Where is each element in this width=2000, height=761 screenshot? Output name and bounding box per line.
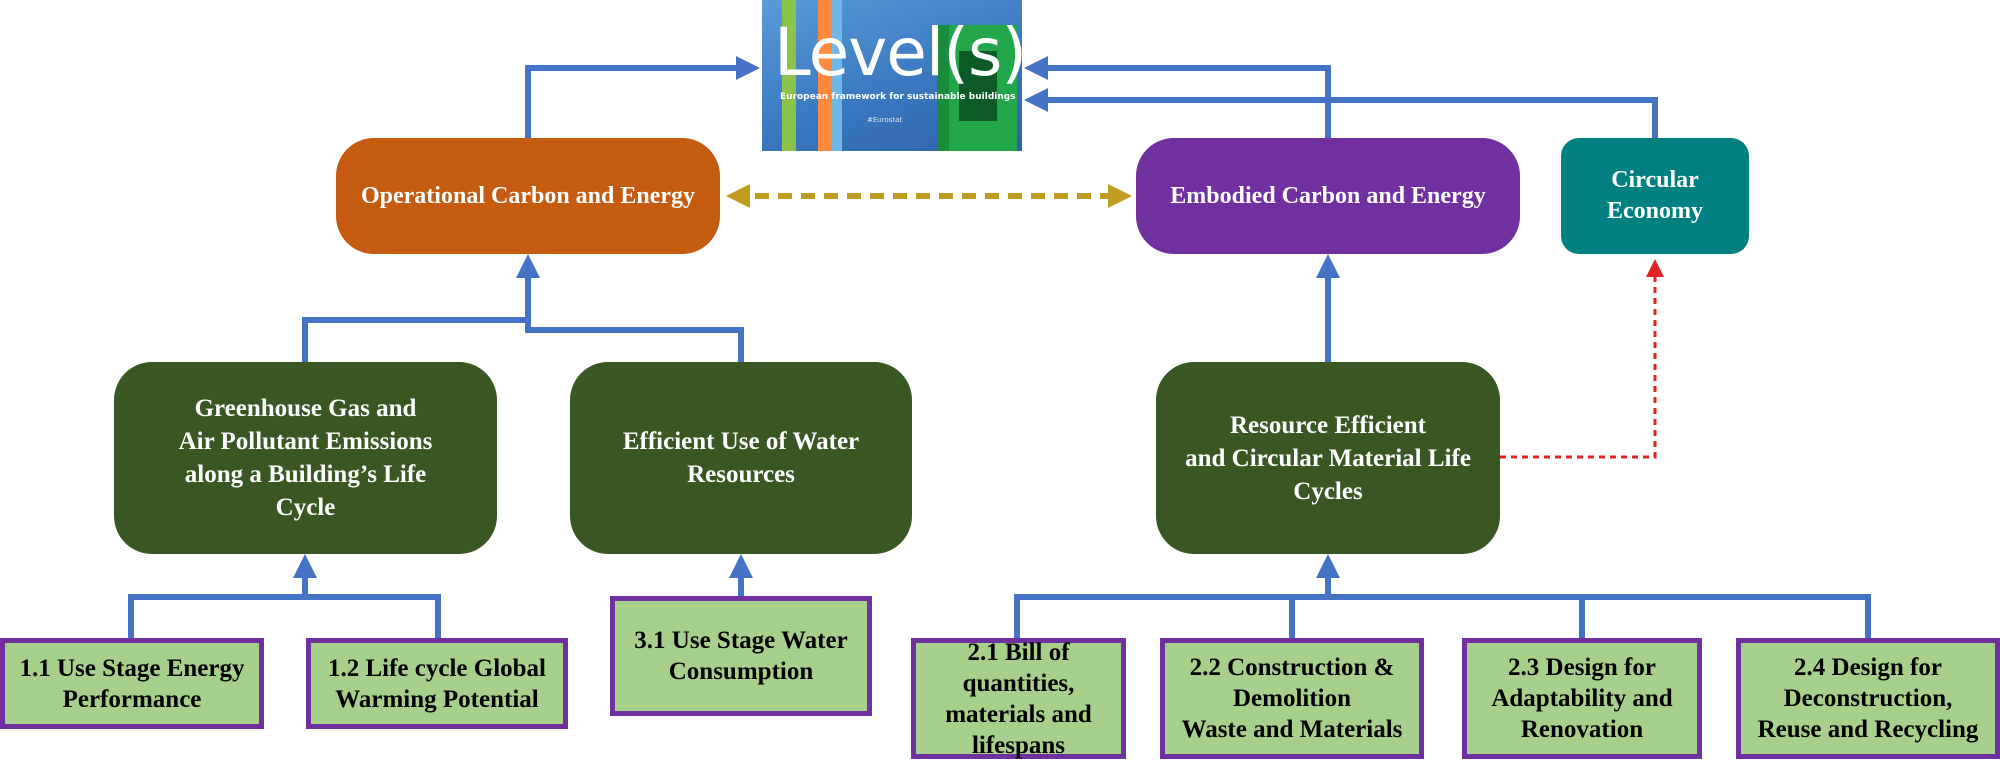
indicator-2-2: 2.2 Construction & Demolition Waste and …: [1160, 638, 1424, 759]
levels-logo: Level(s) European framework for sustaina…: [762, 0, 1022, 151]
logo-strip-lightblue: [832, 0, 842, 151]
arrow-circular-to-levels: [1024, 88, 1658, 138]
indicator-2-1-label: 2.1 Bill of quantities, materials and li…: [945, 638, 1092, 759]
logo-version: #Eurostat: [867, 116, 903, 124]
arrow-indicators-to-ghg: [128, 560, 441, 638]
arrow-embodied-to-levels: [1024, 56, 1331, 138]
objective-ghg-emissions: Greenhouse Gas and Air Pollutant Emissio…: [114, 362, 497, 554]
indicator-2-2-label: 2.2 Construction & Demolition Waste and …: [1181, 654, 1403, 743]
arrow-objectives-to-operational: [302, 260, 744, 362]
macro-circular-economy: Circular Economy: [1561, 138, 1749, 254]
objective-water-label: Efficient Use of Water Resources: [622, 428, 860, 488]
indicator-1-2-label: 1.2 Life cycle Global Warming Potential: [327, 654, 547, 713]
indicator-2-3-label: 2.3 Design for Adaptability and Renovati…: [1491, 654, 1673, 743]
indicator-3-1-label: 3.1 Use Stage Water Consumption: [634, 627, 848, 685]
indicator-2-4-label: 2.4 Design for Deconstruction, Reuse and…: [1757, 654, 1979, 743]
indicator-2-1: 2.1 Bill of quantities, materials and li…: [911, 638, 1126, 759]
objective-water-resources: Efficient Use of Water Resources: [570, 362, 912, 554]
logo-strip-orange: [818, 0, 832, 151]
arrow-indicators-to-resource: [1014, 560, 1871, 638]
indicator-2-3: 2.3 Design for Adaptability and Renovati…: [1462, 638, 1702, 759]
logo-building: [937, 25, 1017, 151]
macro-embodied-carbon-energy: Embodied Carbon and Energy: [1136, 138, 1520, 254]
indicator-1-2: 1.2 Life cycle Global Warming Potential: [306, 638, 568, 729]
objective-ghg-label: Greenhouse Gas and Air Pollutant Emissio…: [178, 395, 433, 521]
macro-operational-carbon-energy: Operational Carbon and Energy: [336, 138, 720, 254]
objective-resource-efficient: Resource Efficient and Circular Material…: [1156, 362, 1500, 554]
indicator-2-4: 2.4 Design for Deconstruction, Reuse and…: [1736, 638, 2000, 759]
logo-strip-green: [782, 0, 796, 151]
arrow-resource-to-circular: [1500, 259, 1664, 459]
macro-operational-label: Operational Carbon and Energy: [360, 182, 696, 209]
macro-embodied-label: Embodied Carbon and Energy: [1170, 182, 1486, 209]
indicator-1-1-label: 1.1 Use Stage Energy Performance: [19, 654, 245, 713]
logo-tagline: European framework for sustainable build…: [780, 92, 1016, 102]
indicator-3-1: 3.1 Use Stage Water Consumption: [610, 596, 872, 716]
indicator-1-1: 1.1 Use Stage Energy Performance: [0, 638, 264, 729]
objective-resource-label: Resource Efficient and Circular Material…: [1185, 411, 1471, 505]
macro-circular-label: Circular Economy: [1607, 167, 1703, 224]
logo-title: Level(s): [774, 14, 1022, 91]
arrow-operational-to-levels: [525, 56, 760, 138]
